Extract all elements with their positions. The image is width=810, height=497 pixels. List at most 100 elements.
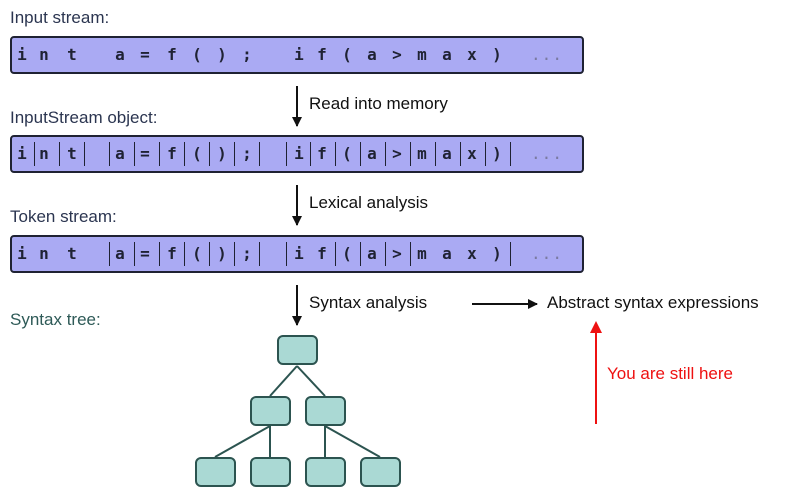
stream-char: i: [294, 45, 304, 64]
ellipsis: ...: [531, 144, 563, 163]
char-separator: [134, 142, 135, 166]
char-separator: [184, 242, 185, 266]
char-separator: [385, 142, 386, 166]
stream-char: m: [417, 144, 427, 163]
tree-leaf-node: [305, 457, 346, 487]
ellipsis: ...: [531, 45, 563, 64]
stream-char: m: [417, 45, 427, 64]
stream-char: f: [167, 45, 177, 64]
stream-char: >: [392, 144, 402, 163]
char-separator: [234, 242, 235, 266]
stream-char: ): [492, 244, 502, 263]
stream-char: (: [342, 144, 352, 163]
stream-char: =: [140, 144, 150, 163]
char-separator: [485, 142, 486, 166]
char-separator: [310, 142, 311, 166]
stream-char: ): [217, 144, 227, 163]
tree-node: [250, 396, 291, 426]
stream-char: ;: [242, 144, 252, 163]
stream-char: x: [467, 144, 477, 163]
lexical-step-label: Lexical analysis: [309, 193, 429, 212]
stream-char: m: [417, 244, 427, 263]
stream-char: ;: [242, 45, 252, 64]
char-separator: [259, 242, 260, 266]
char-separator: [286, 142, 287, 166]
stream-char: (: [342, 45, 352, 64]
stream-char: f: [317, 144, 327, 163]
stream-char: t: [67, 144, 77, 163]
abstract-syntax-label: Abstract syntax expressions: [547, 293, 759, 312]
char-separator: [360, 142, 361, 166]
char-separator: [134, 242, 135, 266]
stream-char: =: [140, 45, 150, 64]
char-separator: [259, 142, 260, 166]
stream-char: x: [467, 45, 477, 64]
stream-char: a: [115, 45, 125, 64]
stream-char: >: [392, 244, 402, 263]
stream-char: a: [367, 144, 377, 163]
stream-char: f: [167, 244, 177, 263]
stream-char: >: [392, 45, 402, 64]
stream-char: (: [342, 244, 352, 263]
inputstream-object-label: InputStream object:: [10, 108, 158, 127]
stream-char: ): [492, 144, 502, 163]
syntax-step-label: Syntax analysis: [309, 293, 428, 312]
stream-char: a: [367, 244, 377, 263]
char-separator: [209, 242, 210, 266]
stream-char: (: [192, 244, 202, 263]
stream-char: i: [17, 244, 27, 263]
ellipsis: ...: [531, 244, 563, 263]
stream-char: ;: [242, 244, 252, 263]
char-separator: [184, 142, 185, 166]
stream-char: i: [294, 244, 304, 263]
char-separator: [410, 242, 411, 266]
stream-char: f: [317, 244, 327, 263]
read-step-label: Read into memory: [309, 94, 448, 113]
tree-edge: [269, 365, 298, 397]
tree-root-node: [277, 335, 318, 365]
still-here-note: You are still here: [607, 364, 734, 383]
char-separator: [335, 142, 336, 166]
char-separator: [209, 142, 210, 166]
stream-char: t: [67, 45, 77, 64]
stream-char: n: [39, 144, 49, 163]
stream-char: n: [39, 244, 49, 263]
char-separator: [59, 142, 60, 166]
stream-char: a: [367, 45, 377, 64]
stream-char: ): [492, 45, 502, 64]
char-separator: [109, 142, 110, 166]
stream-char: a: [115, 244, 125, 263]
char-separator: [460, 142, 461, 166]
char-separator: [385, 242, 386, 266]
tree-edge: [296, 365, 326, 397]
stream-char: a: [442, 45, 452, 64]
char-separator: [360, 242, 361, 266]
stream-char: i: [17, 144, 27, 163]
stream-char: i: [294, 144, 304, 163]
tree-leaf-node: [195, 457, 236, 487]
token-stream-label: Token stream:: [10, 207, 117, 226]
char-separator: [410, 142, 411, 166]
stream-char: x: [467, 244, 477, 263]
stream-char: ): [217, 244, 227, 263]
char-separator: [159, 242, 160, 266]
stream-char: a: [115, 144, 125, 163]
char-separator: [234, 142, 235, 166]
char-separator: [34, 142, 35, 166]
tree-leaf-node: [250, 457, 291, 487]
stream-char: =: [140, 244, 150, 263]
char-separator: [159, 142, 160, 166]
syntax-tree-label: Syntax tree:: [10, 310, 101, 329]
char-separator: [84, 142, 85, 166]
stream-char: f: [167, 144, 177, 163]
input-stream-label: Input stream:: [10, 8, 110, 27]
stream-char: i: [17, 45, 27, 64]
char-separator: [109, 242, 110, 266]
stream-char: f: [317, 45, 327, 64]
char-separator: [286, 242, 287, 266]
stream-char: a: [442, 144, 452, 163]
